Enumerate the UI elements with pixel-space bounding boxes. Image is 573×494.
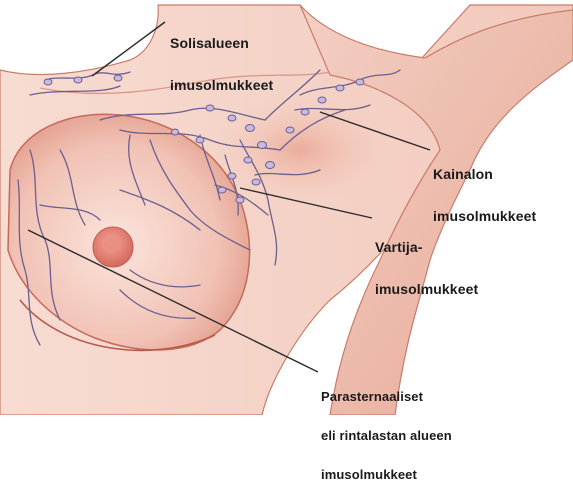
label-parasternal-line-3: imusolmukkeet bbox=[321, 468, 452, 481]
label-parasternal-line-1: Parasternaaliset bbox=[321, 390, 452, 403]
label-supraclavicular-line-1: Solisalueen bbox=[170, 36, 273, 50]
label-sentinel-line-2: imusolmukkeet bbox=[375, 282, 478, 296]
label-sentinel-nodes: Vartija- imusolmukkeet bbox=[375, 212, 478, 310]
label-supraclavicular-line-2: imusolmukkeet bbox=[170, 78, 273, 92]
label-parasternal-nodes: Parasternaaliset eli rintalastan alueen … bbox=[321, 364, 452, 494]
label-sentinel-line-1: Vartija- bbox=[375, 240, 478, 254]
label-axillary-line-1: Kainalon bbox=[433, 167, 536, 181]
label-supraclavicular-nodes: Solisalueen imusolmukkeet bbox=[170, 8, 273, 106]
nipple bbox=[104, 237, 118, 251]
axilla-shadow bbox=[210, 95, 390, 205]
label-parasternal-line-2: eli rintalastan alueen bbox=[321, 429, 452, 442]
